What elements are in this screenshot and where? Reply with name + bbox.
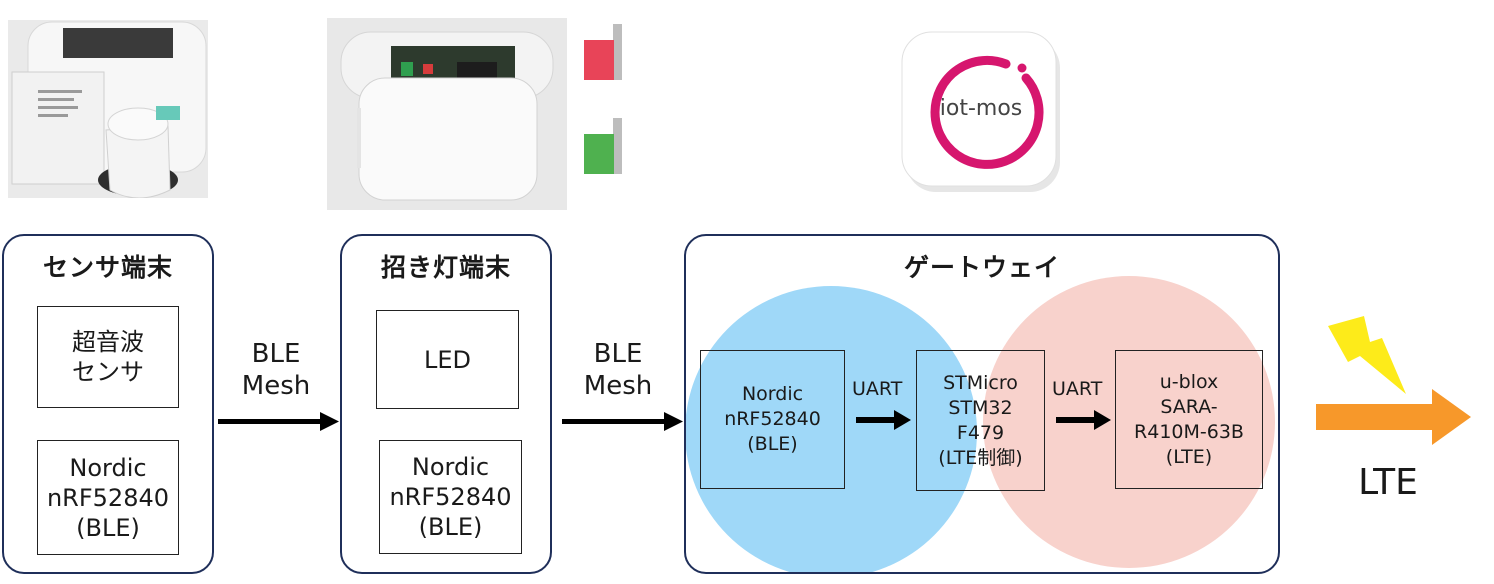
ble-domain-circle	[686, 286, 977, 572]
ultrasonic-line-2: センサ	[72, 358, 144, 386]
mcu-model: F479	[956, 421, 1005, 444]
gateway-title: ゲートウェイ	[903, 253, 1060, 282]
mcu-role: (LTE制御)	[938, 446, 1023, 469]
ble-mesh-arrow-2	[562, 410, 684, 434]
gateway-ble-chip-box: Nordic nRF52840 (BLE)	[700, 350, 845, 489]
ble-mesh-arrow-1	[218, 410, 340, 434]
chip-protocol: (BLE)	[76, 513, 140, 542]
gateway-box: ゲートウェイ	[684, 234, 1280, 574]
logo-text: iot-mos	[939, 96, 1023, 121]
modem-vendor: u-blox	[1159, 370, 1219, 393]
uart-arrow-2	[1056, 409, 1112, 431]
uart-label-1: UART	[852, 378, 903, 400]
led-box: LED	[376, 310, 519, 409]
chip-model: nRF52840	[389, 483, 512, 511]
ble-mesh-label-1: BLE Mesh	[241, 339, 311, 401]
beacon-terminal-title: 招き灯端末	[380, 253, 511, 282]
led-label: LED	[423, 345, 471, 374]
beacon-ble-chip-box: Nordic nRF52840 (BLE)	[379, 440, 522, 554]
ultrasonic-sensor-box: 超音波 センサ	[37, 306, 179, 408]
chip-protocol: (BLE)	[747, 433, 798, 455]
lte-arrow	[1316, 388, 1472, 446]
uart-arrow-1	[856, 409, 912, 431]
led-red-icon	[582, 24, 622, 80]
mcu-vendor: STMicro	[943, 371, 1018, 394]
chip-model: nRF52840	[46, 483, 170, 512]
ultrasonic-line-1: 超音波	[72, 328, 144, 356]
sensor-ble-chip-box: Nordic nRF52840 (BLE)	[37, 440, 179, 555]
modem-model: R410M-63B	[1134, 420, 1244, 443]
mcu-box: STMicro STM32 F479 (LTE制御)	[916, 350, 1045, 491]
modem-role: (LTE)	[1165, 445, 1213, 468]
lte-domain-circle	[983, 276, 1275, 568]
modem-family: SARA-	[1160, 395, 1218, 418]
lte-label: LTE	[1358, 462, 1418, 503]
beacon-terminal-photo	[327, 18, 567, 210]
led-green-icon	[582, 118, 622, 174]
modem-box: u-blox SARA- R410M-63B (LTE)	[1115, 350, 1263, 489]
chip-vendor: Nordic	[411, 453, 490, 481]
sensor-terminal-title: センサ端末	[42, 253, 173, 282]
uart-label-2: UART	[1052, 378, 1103, 400]
ble-mesh-label-2: BLE Mesh	[583, 339, 653, 401]
iot-mos-logo: iot-mos	[898, 28, 1064, 194]
chip-vendor: Nordic	[741, 383, 804, 405]
sensor-terminal-photo	[8, 20, 208, 198]
chip-model: nRF52840	[724, 408, 821, 430]
lightning-icon	[1326, 316, 1410, 400]
mcu-family: STM32	[948, 396, 1013, 419]
chip-protocol: (BLE)	[418, 513, 483, 541]
chip-vendor: Nordic	[69, 453, 147, 482]
